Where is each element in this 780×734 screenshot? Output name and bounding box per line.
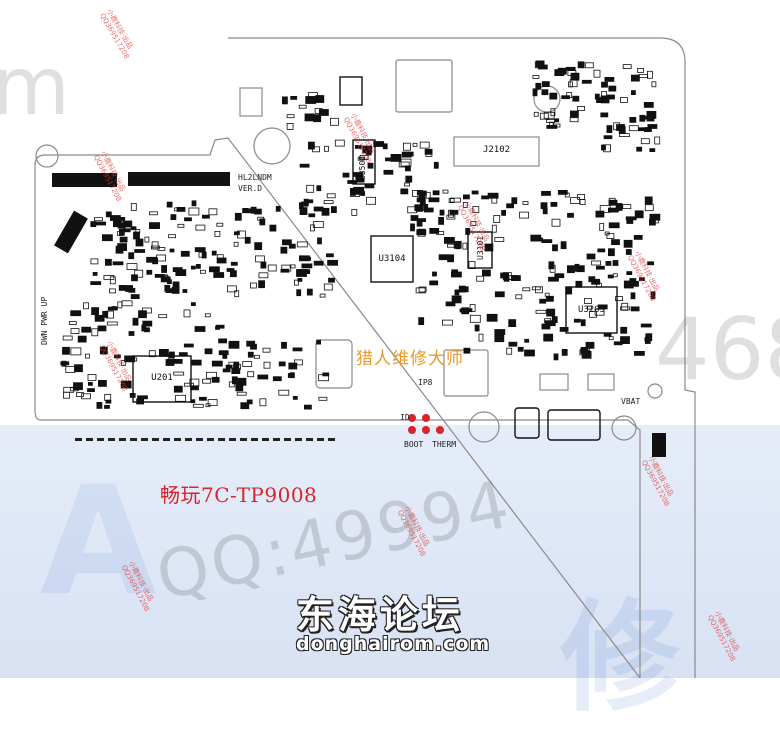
test-pad-id — [408, 414, 416, 422]
chip-u201: U201 — [151, 373, 173, 383]
test-pad-therm — [436, 426, 444, 434]
background-band — [0, 425, 780, 678]
side-button-label: DWN PWR UP — [40, 296, 49, 345]
number-watermark: 468 — [655, 300, 780, 400]
corner-letters-watermark: m — [0, 40, 70, 133]
chip-u3203: U3203 — [577, 305, 606, 315]
site-name: 东海论坛 — [296, 593, 465, 637]
label-ip8: IP8 — [418, 378, 433, 387]
board-model-code: HL2LNDM — [238, 173, 272, 182]
board-version: VER.D — [238, 184, 263, 193]
chip-u3104: U3104 — [378, 254, 406, 264]
pcb-diagram: A 修 — [0, 8, 780, 728]
label-id: ID — [400, 413, 410, 422]
background-logo: A — [40, 455, 157, 629]
test-pad-boot — [422, 426, 430, 434]
board-title: 畅玩7C-TP9008 — [160, 483, 318, 507]
label-vbat: VBAT — [621, 397, 641, 406]
label-boot: BOOT — [404, 440, 424, 449]
artist-watermark: 猎人维修大师 — [356, 349, 464, 369]
board-outline — [34, 37, 696, 678]
connector-j2102: J2102 — [482, 145, 511, 155]
site-domain: donghairom.com — [296, 633, 491, 655]
label-therm: THERM — [432, 440, 457, 449]
